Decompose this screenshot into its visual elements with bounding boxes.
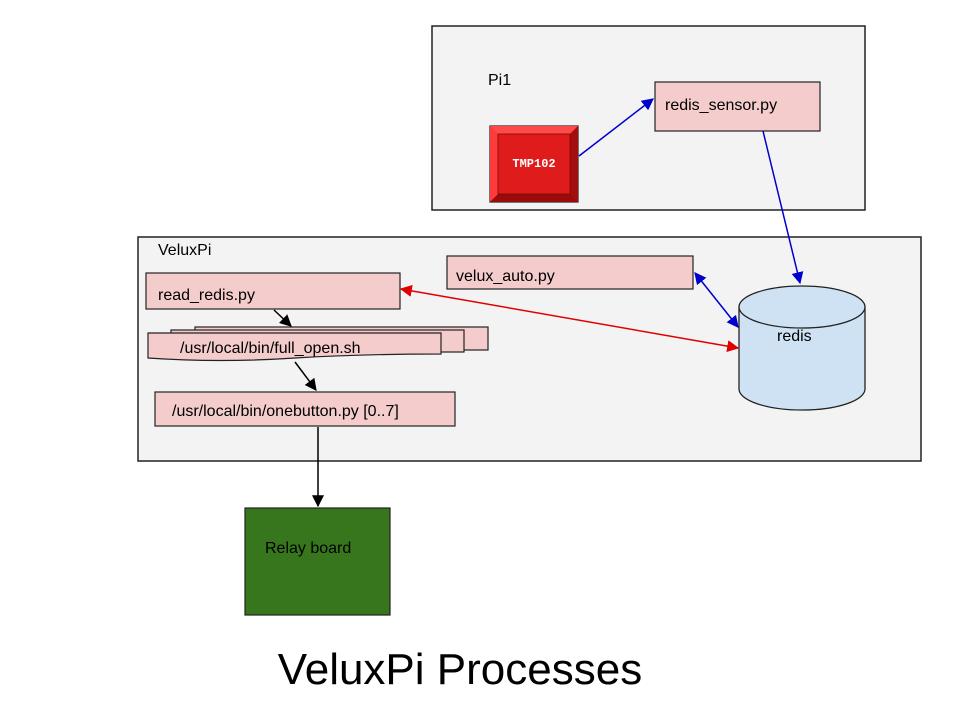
- full-open-label: /usr/local/bin/full_open.sh: [180, 340, 361, 357]
- diagram-title: VeluxPi Processes: [278, 645, 642, 694]
- redis-datastore: redis: [738, 285, 866, 411]
- redis-sensor-label: redis_sensor.py: [665, 97, 777, 114]
- relay-board-label: Relay board: [265, 540, 351, 557]
- veluxpi-group-label: VeluxPi: [158, 242, 211, 259]
- velux-auto-process: velux_auto.py: [446, 255, 694, 290]
- pi1-group-label: Pi1: [488, 72, 511, 89]
- arrow-read-redis-to-full-open: [273, 309, 292, 327]
- redis-label: redis: [777, 328, 812, 345]
- arrow-tmp102-to-redis-sensor: [578, 98, 654, 157]
- tmp102-sensor: TMP102: [489, 125, 579, 203]
- relay-board: Relay board: [244, 507, 391, 616]
- arrow-redis-sensor-to-redis: [762, 130, 804, 285]
- arrow-full-open-to-onebutton: [294, 361, 317, 391]
- tmp102-label: TMP102: [512, 157, 555, 171]
- onebutton-label: /usr/local/bin/onebutton.py [0..7]: [172, 403, 399, 420]
- read-redis-process: read_redis.py: [145, 272, 401, 310]
- redis-sensor-process: redis_sensor.py: [654, 81, 821, 132]
- read-redis-label: read_redis.py: [158, 287, 255, 304]
- onebutton-process: /usr/local/bin/onebutton.py [0..7]: [154, 391, 456, 427]
- arrow-read-redis-redis: [399, 284, 740, 353]
- velux-auto-label: velux_auto.py: [456, 268, 555, 285]
